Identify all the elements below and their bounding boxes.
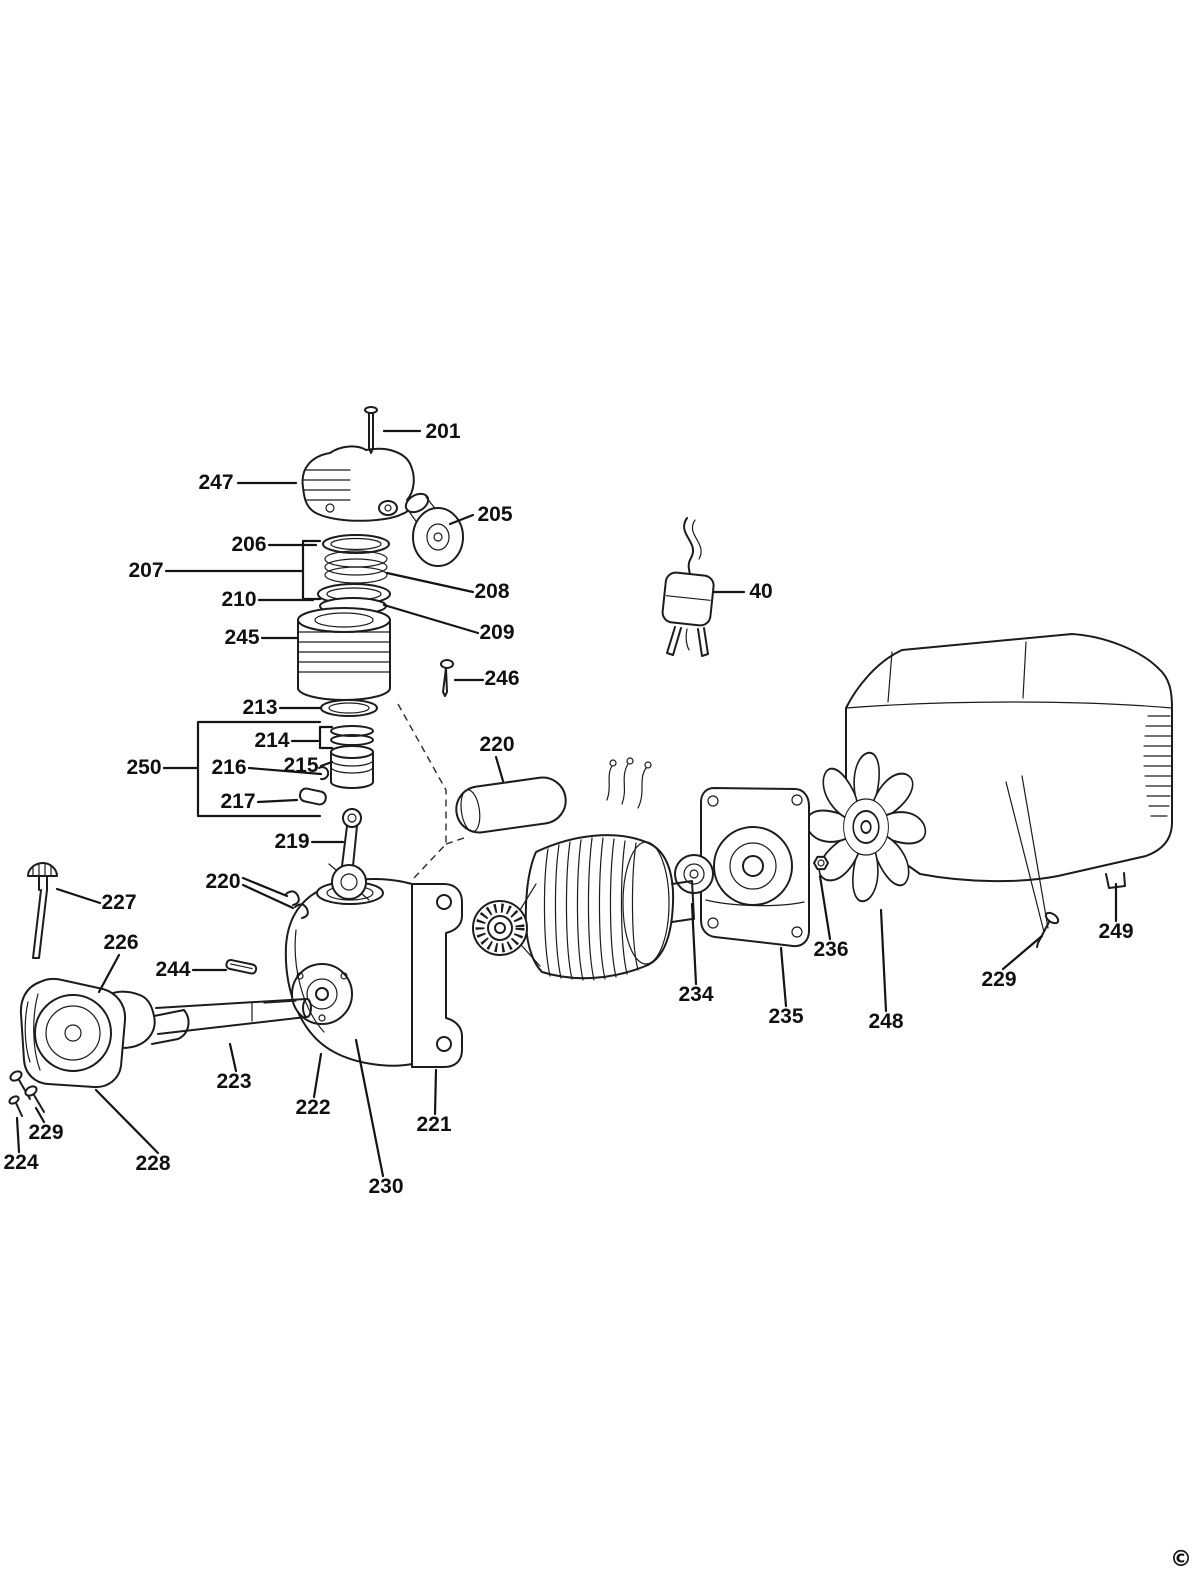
part-label-206: 206 bbox=[231, 533, 266, 556]
part-label-220-clips: 220 bbox=[205, 870, 240, 893]
intake-muffler-drawing bbox=[404, 492, 464, 567]
part-label-205: 205 bbox=[477, 503, 512, 526]
leader-208 bbox=[385, 571, 475, 594]
part-label-227: 227 bbox=[101, 891, 136, 914]
part-label-220-capacitor: 220 bbox=[479, 733, 514, 756]
leader-220-clips bbox=[241, 876, 295, 910]
leader-220-capacitor bbox=[494, 755, 505, 783]
part-label-217: 217 bbox=[220, 790, 255, 813]
part-label-40: 40 bbox=[749, 580, 772, 603]
cylinder-screw-drawing bbox=[440, 659, 454, 697]
leader-229-right bbox=[1001, 934, 1044, 971]
part-label-244: 244 bbox=[155, 958, 190, 981]
dashed-guide-lines bbox=[397, 703, 465, 879]
part-label-214: 214 bbox=[254, 729, 289, 752]
fan-drawing bbox=[805, 751, 927, 903]
connecting-rod-drawing bbox=[328, 808, 370, 901]
leader-221 bbox=[433, 1068, 438, 1116]
leader-214 bbox=[290, 725, 334, 750]
part-label-229-left: 229 bbox=[28, 1121, 63, 1144]
leader-228 bbox=[94, 1088, 160, 1155]
retainer-clips-drawing bbox=[285, 890, 309, 919]
part-label-208: 208 bbox=[474, 580, 509, 603]
leader-207 bbox=[164, 539, 322, 601]
piston-rings-drawing bbox=[330, 725, 374, 746]
part-label-226: 226 bbox=[103, 931, 138, 954]
leader-lines bbox=[15, 429, 1118, 1178]
leader-215 bbox=[319, 760, 334, 768]
pin-retainer-drawing bbox=[318, 766, 330, 781]
part-label-201: 201 bbox=[425, 420, 460, 443]
cover-screws-drawing bbox=[8, 1070, 45, 1117]
cylinder-drawing bbox=[297, 607, 391, 701]
copyright-mark: © bbox=[1170, 1547, 1192, 1572]
part-label-224: 224 bbox=[3, 1151, 38, 1174]
part-label-213: 213 bbox=[242, 696, 277, 719]
part-label-209: 209 bbox=[479, 621, 514, 644]
leader-229-left bbox=[34, 1106, 46, 1124]
part-label-247: 247 bbox=[198, 471, 233, 494]
dipstick-drawing bbox=[27, 862, 58, 959]
leader-235 bbox=[779, 946, 788, 1008]
part-label-207: 207 bbox=[128, 559, 163, 582]
wrist-pin-drawing bbox=[298, 787, 327, 806]
valve-ring-spring-stack-drawing bbox=[317, 534, 391, 615]
pump-crankcase-drawing bbox=[284, 877, 463, 1068]
leader-223 bbox=[228, 1042, 238, 1073]
cylinder-gasket-drawing bbox=[320, 699, 378, 717]
leader-216 bbox=[247, 766, 323, 776]
part-label-222: 222 bbox=[295, 1096, 330, 1119]
part-label-246: 246 bbox=[484, 667, 519, 690]
shroud-screw-drawing bbox=[1036, 911, 1060, 948]
shaft-key-drawing bbox=[225, 958, 258, 975]
leader-236 bbox=[818, 874, 832, 941]
leader-222 bbox=[312, 1052, 323, 1099]
part-label-245: 245 bbox=[224, 626, 259, 649]
leader-230 bbox=[354, 1038, 385, 1178]
leader-226 bbox=[97, 953, 121, 994]
head-screw-drawing bbox=[364, 406, 378, 454]
piston-drawing bbox=[330, 745, 374, 789]
part-label-249: 249 bbox=[1098, 920, 1133, 943]
part-label-230: 230 bbox=[368, 1175, 403, 1198]
end-bracket-drawing bbox=[700, 787, 810, 948]
side-cover-drawing bbox=[19, 977, 127, 1089]
cylinder-head-drawing bbox=[301, 445, 415, 522]
leader-227 bbox=[55, 887, 102, 905]
part-label-221: 221 bbox=[416, 1113, 451, 1136]
part-label-235: 235 bbox=[768, 1005, 803, 1028]
part-label-228: 228 bbox=[135, 1152, 170, 1175]
leader-234 bbox=[690, 902, 698, 986]
leader-217 bbox=[256, 798, 299, 804]
part-label-216: 216 bbox=[211, 756, 246, 779]
part-label-223: 223 bbox=[216, 1070, 251, 1093]
leader-248 bbox=[879, 908, 888, 1013]
leader-205 bbox=[448, 513, 475, 526]
motor-rotor-drawing bbox=[472, 757, 695, 981]
part-label-250: 250 bbox=[126, 756, 161, 779]
nut-drawing bbox=[813, 855, 829, 871]
part-label-236: 236 bbox=[813, 938, 848, 961]
part-label-210: 210 bbox=[221, 588, 256, 611]
capacitor-drawing bbox=[455, 776, 567, 834]
leader-250 bbox=[162, 720, 322, 818]
leader-209 bbox=[382, 603, 480, 635]
part-label-219: 219 bbox=[274, 830, 309, 853]
bearing-drawing bbox=[674, 854, 714, 894]
power-cord-plug-drawing bbox=[661, 517, 715, 657]
part-label-234: 234 bbox=[678, 983, 713, 1006]
part-label-248: 248 bbox=[868, 1010, 903, 1033]
part-label-229-right: 229 bbox=[981, 968, 1016, 991]
part-label-215: 215 bbox=[283, 754, 318, 777]
leader-224 bbox=[15, 1116, 21, 1154]
motor-shroud-drawing bbox=[845, 633, 1173, 933]
part-labels: 201 247 205 206 207 208 210 209 245 246 … bbox=[3, 420, 1133, 1198]
